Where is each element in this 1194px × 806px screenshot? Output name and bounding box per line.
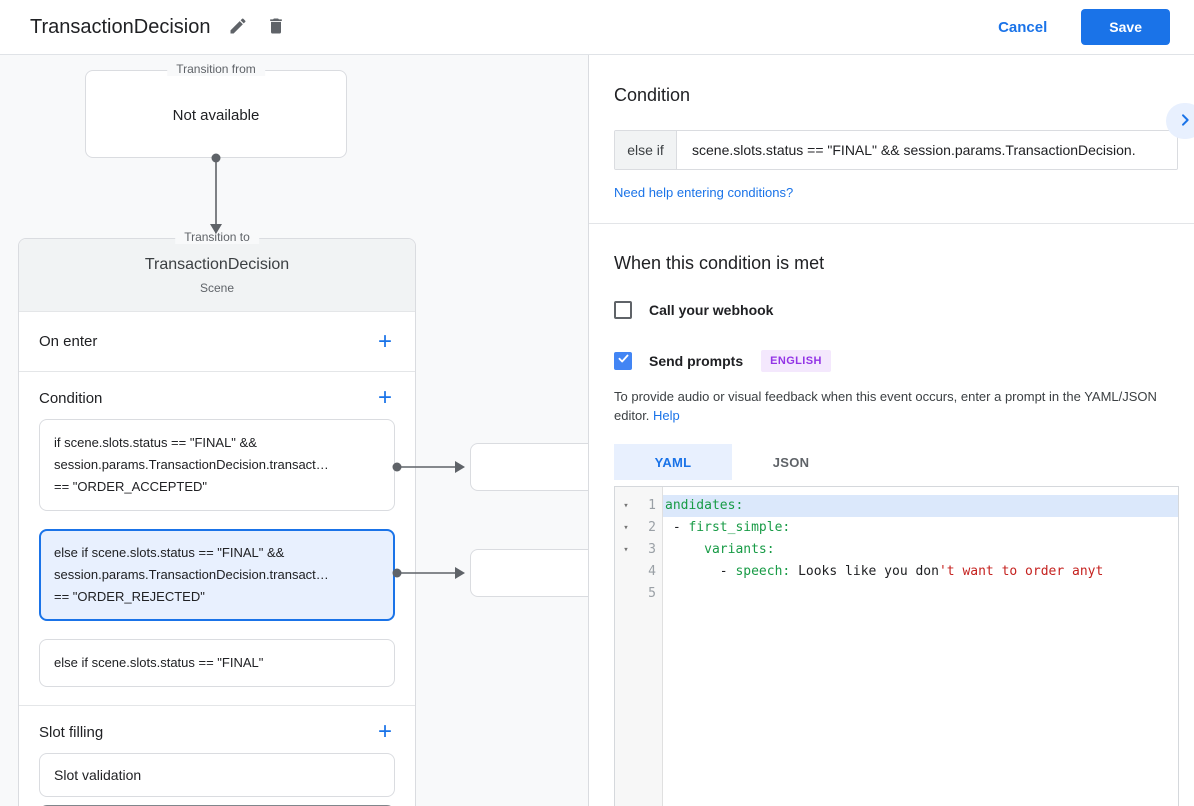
line-number: 4 bbox=[648, 564, 656, 579]
send-prompts-label: Send prompts bbox=[649, 353, 744, 369]
tab-yaml[interactable]: YAML bbox=[614, 444, 732, 480]
add-condition-button plus-icon[interactable]: + bbox=[377, 384, 392, 411]
code-line: ▾ 1 andidates: bbox=[615, 495, 1178, 517]
top-bar: TransactionDecision Cancel Save bbox=[0, 0, 1194, 55]
slot-filling-section-label: Slot filling bbox=[39, 723, 104, 741]
transition-from-node: Transition from Not available bbox=[85, 62, 347, 158]
code-text: - speech: Looks like you don't want to o… bbox=[665, 564, 1104, 579]
webhook-row: Call your webhook bbox=[614, 301, 1178, 319]
edit-button[interactable] bbox=[228, 16, 248, 39]
detail-panel: Condition else if Need help entering con… bbox=[588, 55, 1194, 806]
on-enter-label: On enter bbox=[39, 333, 98, 350]
pencil-icon bbox=[228, 16, 248, 39]
condition-card[interactable]: else if scene.slots.status == "FINAL" bbox=[39, 639, 395, 687]
condition-card[interactable]: if scene.slots.status == "FINAL" &&sessi… bbox=[39, 419, 395, 511]
condition-prefix-label: else if bbox=[615, 131, 677, 169]
editor-format-tabs: YAML JSON bbox=[614, 444, 1178, 480]
check-icon bbox=[617, 352, 630, 370]
slot-card-list: Slot validation bbox=[19, 753, 415, 797]
condition-expression-input[interactable] bbox=[677, 131, 1177, 169]
tab-json[interactable]: JSON bbox=[772, 454, 810, 470]
webhook-label: Call your webhook bbox=[649, 302, 774, 318]
fold-arrow-icon bbox=[615, 561, 637, 583]
add-on-enter-button plus-icon[interactable]: + bbox=[377, 327, 392, 355]
page-title: TransactionDecision bbox=[30, 15, 211, 38]
fold-arrow-icon[interactable]: ▾ bbox=[623, 501, 629, 511]
yaml-code-editor[interactable]: ▾ 1 andidates: ▾ 2 - first_simple: ▾ 3 variant… bbox=[614, 486, 1179, 806]
editor-gutter bbox=[615, 487, 663, 806]
condition-section: Condition + bbox=[19, 371, 415, 413]
send-prompts-checkbox[interactable] bbox=[614, 352, 632, 370]
code-line: 4 - speech: Looks like you don't want to… bbox=[615, 561, 1178, 583]
code-text: andidates: bbox=[663, 495, 1178, 517]
code-text bbox=[663, 583, 1178, 605]
feedback-text-body: To provide audio or visual feedback when… bbox=[614, 389, 1157, 423]
slot-card[interactable]: Slot validation bbox=[39, 753, 395, 797]
fold-arrow-icon[interactable]: ▾ bbox=[623, 523, 629, 533]
line-number: 1 bbox=[648, 498, 656, 513]
code-line: 5 bbox=[615, 583, 1178, 605]
scene-name: TransactionDecision bbox=[144, 255, 290, 273]
code-line: ▾ 2 - first_simple: bbox=[615, 517, 1178, 539]
code-line: ▾ 3 variants: bbox=[615, 539, 1178, 561]
condition-heading: Condition bbox=[614, 85, 691, 105]
collapse-panel-button[interactable] bbox=[1166, 103, 1194, 139]
transition-from-value: Not available bbox=[172, 107, 260, 124]
line-number: 2 bbox=[648, 520, 656, 535]
condition-section-label: Condition bbox=[39, 389, 103, 407]
cancel-button[interactable]: Cancel bbox=[998, 18, 1048, 36]
transition-to-legend: Transition to bbox=[175, 230, 259, 244]
add-slot-button plus-icon[interactable]: + bbox=[377, 718, 392, 745]
code-text: variants: bbox=[704, 542, 775, 557]
line-number: 3 bbox=[648, 542, 656, 557]
scene-type-label: Scene bbox=[199, 280, 235, 295]
fold-arrow-icon bbox=[615, 583, 637, 605]
on-enter-section: On enter + bbox=[19, 311, 415, 371]
language-badge: ENGLISH bbox=[761, 350, 831, 372]
transition-target-node[interactable] bbox=[470, 549, 588, 597]
editor-lines: ▾ 1 andidates: ▾ 2 - first_simple: ▾ 3 variant… bbox=[615, 487, 1178, 605]
transition-from-legend: Transition from bbox=[167, 62, 265, 76]
diagram-canvas: Transition from Not available Transition… bbox=[0, 55, 588, 806]
scene-header: TransactionDecision Scene bbox=[19, 239, 415, 311]
code-text: - first_simple: bbox=[665, 520, 791, 535]
when-met-heading: When this condition is met bbox=[614, 253, 825, 273]
help-link[interactable]: Help bbox=[653, 408, 680, 423]
section-divider bbox=[589, 223, 1194, 224]
send-prompts-row: Send prompts ENGLISH bbox=[614, 350, 1178, 372]
delete-button[interactable] bbox=[266, 16, 286, 39]
condition-card[interactable]: else if scene.slots.status == "FINAL" &&… bbox=[39, 529, 395, 621]
chevron-right-icon bbox=[1177, 112, 1193, 131]
scene-node[interactable]: Transition to TransactionDecision Scene … bbox=[18, 230, 416, 806]
condition-expression-row: else if bbox=[614, 130, 1178, 170]
slot-filling-section: Slot filling + bbox=[19, 705, 415, 747]
save-button[interactable]: Save bbox=[1081, 9, 1170, 45]
fold-arrow-icon[interactable]: ▾ bbox=[623, 545, 629, 555]
transition-target-node[interactable] bbox=[470, 443, 588, 491]
condition-card-list: if scene.slots.status == "FINAL" &&sessi… bbox=[19, 419, 415, 687]
line-number: 5 bbox=[648, 586, 656, 601]
webhook-checkbox[interactable] bbox=[614, 301, 632, 319]
feedback-text: To provide audio or visual feedback when… bbox=[614, 387, 1178, 425]
trash-icon bbox=[266, 16, 286, 39]
condition-help-link[interactable]: Need help entering conditions? bbox=[614, 185, 794, 200]
